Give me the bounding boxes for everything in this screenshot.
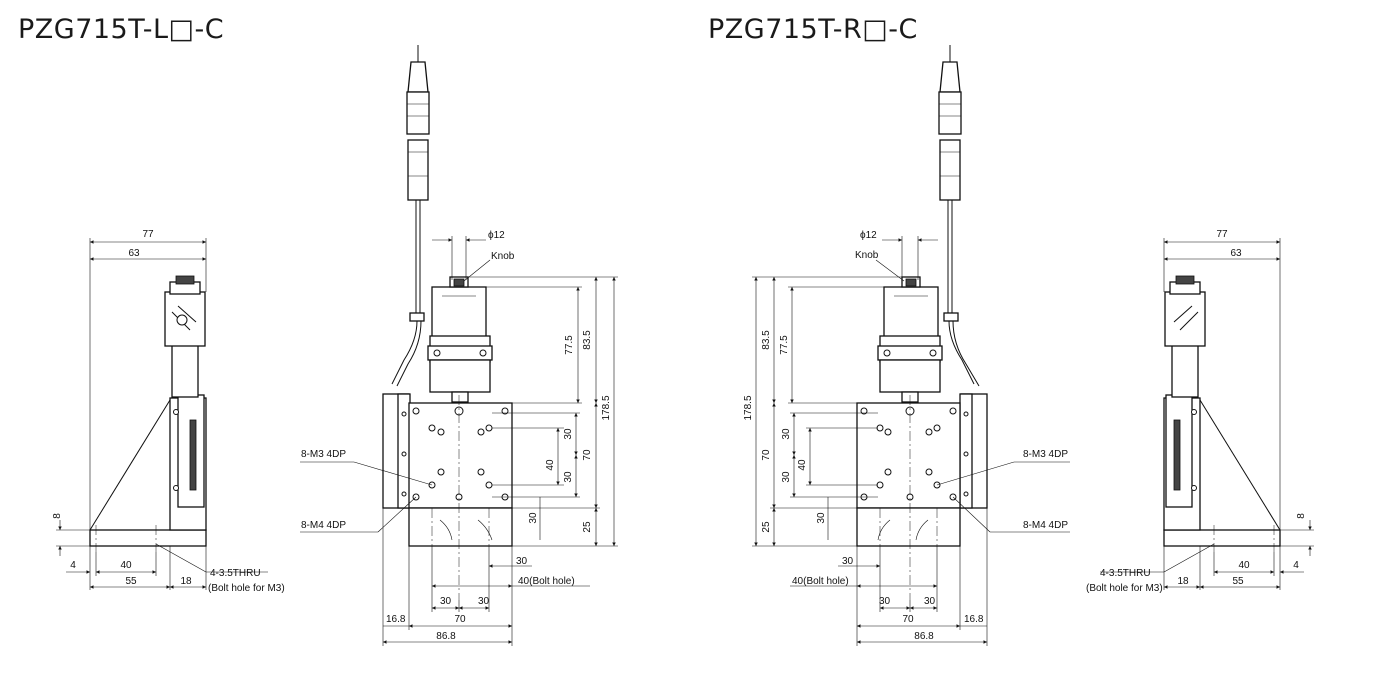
dim-86-8-left: 86.8	[436, 631, 456, 642]
dim-83-5-left: 83.5	[582, 330, 593, 350]
dim-55-left: 55	[125, 576, 137, 587]
dim-178-5-right: 178.5	[743, 395, 754, 420]
dim-30-right-a: 30	[781, 428, 792, 440]
dim-40-right-v: 40	[797, 459, 808, 471]
title-right: PZG715T-R□-C	[708, 14, 918, 45]
dim-40-left: 40	[120, 560, 132, 571]
bolt-m3-label-left: (Bolt hole for M3)	[208, 583, 285, 594]
left-front-view: ϕ12 Knob 77.5 83.5 178.5 70 25 30 30 40 …	[300, 45, 618, 646]
dim-70-left-v: 70	[582, 449, 593, 461]
dim-55-right: 55	[1232, 576, 1244, 587]
dim-18-left: 18	[180, 576, 192, 587]
dim-30-left-b: 30	[563, 471, 574, 483]
dim-40-left-v: 40	[545, 459, 556, 471]
knob-label-left: Knob	[491, 251, 515, 262]
dim-178-5-left: 178.5	[601, 395, 612, 420]
title-left: PZG715T-L□-C	[18, 14, 225, 45]
dim-70-right-v: 70	[761, 449, 772, 461]
dim-25-left: 25	[582, 521, 593, 533]
dim-30-right-b1: 30	[879, 596, 891, 607]
dim-16-8-right: 16.8	[964, 614, 984, 625]
table-holes-right	[860, 406, 957, 501]
dim-77-5-right: 77.5	[779, 335, 790, 355]
phi12-left: ϕ12	[488, 230, 505, 241]
phi12-right: ϕ12	[860, 230, 877, 241]
dim-70-right-h: 70	[902, 614, 914, 625]
dim-16-8-left: 16.8	[386, 614, 406, 625]
thru-label-left: 4-3.5THRU	[210, 568, 261, 579]
left-side-view: 77 63 8 4 40 55 18 4-3.5THRU (Bolt hole …	[52, 229, 285, 594]
m3-label-right: 8-M3 4DP	[1023, 449, 1068, 460]
dim-8-left: 8	[52, 513, 63, 519]
knob-label-right: Knob	[855, 250, 879, 261]
dim-30-right-c: 30	[816, 512, 827, 524]
dim-4-right: 4	[1293, 560, 1299, 571]
bolt-hole-40-left: 40(Bolt hole)	[518, 576, 575, 587]
right-front-view: ϕ12 Knob 178.5 83.5 77.5 70 25 30 30 40 …	[743, 45, 1070, 646]
dim-30-right-h: 30	[842, 556, 854, 567]
dim-30-left-c: 30	[528, 512, 539, 524]
dim-30-left-b2: 30	[478, 596, 490, 607]
dim-63: 63	[128, 248, 140, 259]
dim-30-left-a: 30	[563, 428, 574, 440]
dim-30-right-b2: 30	[924, 596, 936, 607]
dim-4-left: 4	[70, 560, 76, 571]
dim-30-left-h: 30	[516, 556, 528, 567]
right-side-view: 77 63 8 40 4 55 18 4-3.5THRU (Bolt hole …	[1086, 229, 1314, 594]
dim-18-right: 18	[1177, 576, 1189, 587]
dim-77-5-left: 77.5	[564, 335, 575, 355]
bolt-hole-40-right: 40(Bolt hole)	[792, 576, 849, 587]
dim-63-right: 63	[1230, 248, 1242, 259]
dim-40-right: 40	[1238, 560, 1250, 571]
dim-83-5-right: 83.5	[761, 330, 772, 350]
m4-label-right: 8-M4 4DP	[1023, 520, 1068, 531]
dim-70-left-h: 70	[454, 614, 466, 625]
m4-label-left: 8-M4 4DP	[301, 520, 346, 531]
bolt-m3-label-right: (Bolt hole for M3)	[1086, 583, 1163, 594]
dim-30-right-b: 30	[781, 471, 792, 483]
dim-86-8-right: 86.8	[914, 631, 934, 642]
dim-25-right: 25	[761, 521, 772, 533]
m3-label-left: 8-M3 4DP	[301, 449, 346, 460]
thru-label-right: 4-3.5THRU	[1100, 568, 1151, 579]
dim-77-right: 77	[1216, 229, 1228, 240]
dim-8-right: 8	[1296, 513, 1307, 519]
dim-30-left-b1: 30	[440, 596, 452, 607]
dim-77: 77	[142, 229, 154, 240]
